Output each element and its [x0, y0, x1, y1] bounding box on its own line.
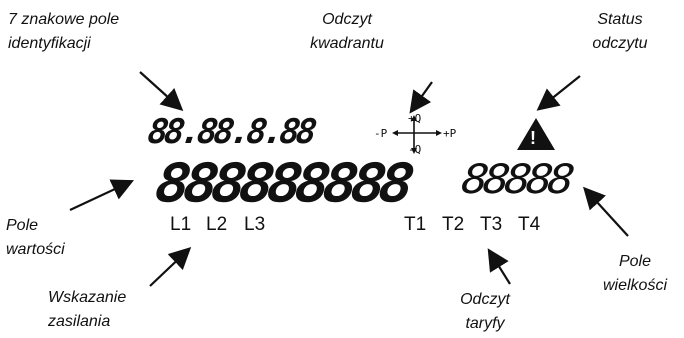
quadrant-plus-q: +Q [408, 112, 422, 125]
arrow-id-field [139, 71, 184, 111]
arrow-quadrant [409, 81, 433, 114]
callout-tariff: Odczyt taryfy [460, 291, 510, 332]
callout-power: Wskazanie zasilania [48, 289, 127, 330]
phase-l2: L2 [206, 214, 228, 235]
arrow-status [536, 75, 581, 111]
tariff-t3: T3 [480, 214, 503, 235]
callout-id-field: 7 znakowe pole identyfikacji [8, 11, 120, 52]
warning-icon-mark: ! [530, 128, 536, 148]
quadrant-minus-p: -P [374, 127, 388, 140]
unit-segment-row: 88888 [458, 156, 573, 203]
callout-quadrant: Odczyt kwadrantu [310, 11, 384, 52]
warning-icon [517, 118, 555, 150]
arrow-value-field [69, 179, 134, 211]
value-segment-row: 888888888 [151, 151, 412, 215]
phase-l3: L3 [244, 214, 266, 235]
tariff-t2: T2 [442, 214, 465, 235]
quadrant-minus-q: -Q [408, 143, 422, 156]
tariff-t1: T1 [404, 214, 427, 235]
tariff-t4: T4 [518, 214, 541, 235]
callout-unit-field: Pole wielkości [602, 253, 667, 294]
quadrant-plus-p: +P [443, 127, 457, 140]
quadrant-indicator [392, 115, 442, 154]
arrow-unit-field [583, 186, 629, 237]
phase-l1: L1 [170, 214, 192, 235]
id-segment-row: 88.88.8.88 [145, 112, 316, 152]
callout-value-field: Pole wartości [6, 217, 65, 258]
callout-status: Status odczytu [592, 11, 648, 52]
arrow-tariff [487, 248, 511, 285]
arrow-power [149, 246, 192, 287]
